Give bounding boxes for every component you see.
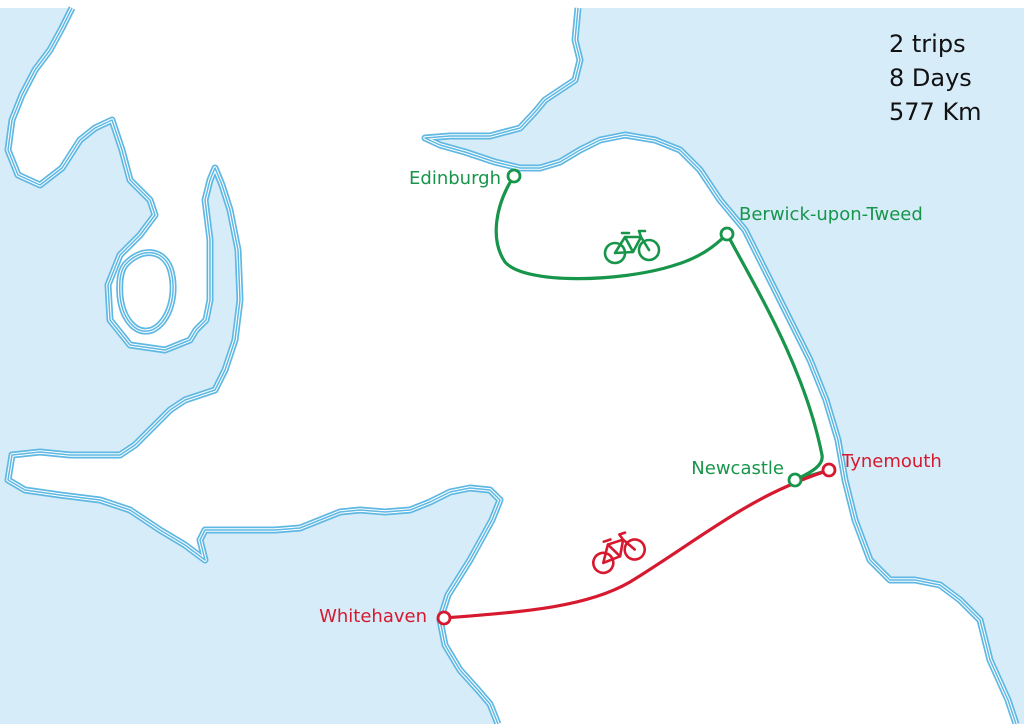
stop-edinburgh[interactable] <box>506 168 522 184</box>
label-edinburgh: Edinburgh <box>409 168 501 189</box>
bicycle-icon <box>603 229 661 265</box>
label-berwick: Berwick-upon-Tweed <box>739 204 923 225</box>
trip-south <box>442 468 831 620</box>
stop-whitehaven[interactable] <box>436 610 452 626</box>
trip-summary: 2 trips 8 Days 577 Km <box>889 27 1009 129</box>
stop-berwick[interactable] <box>719 226 735 242</box>
bicycle-icon <box>592 531 647 575</box>
label-tynemouth: Tynemouth <box>841 451 942 472</box>
total-distance: 577 Km <box>889 98 982 126</box>
route-edinburgh-berwick <box>494 174 729 281</box>
coastlines <box>4 6 1020 724</box>
north-sea <box>425 8 1024 724</box>
inland-loch <box>119 252 174 332</box>
label-whitehaven: Whitehaven <box>319 606 427 627</box>
trips-count: 2 trips <box>889 30 966 58</box>
stop-tynemouth[interactable] <box>821 462 837 478</box>
route-berwick-newcastle <box>725 232 824 482</box>
irish-sea <box>0 8 500 724</box>
stop-newcastle[interactable] <box>787 472 803 488</box>
label-newcastle: Newcastle <box>691 458 784 479</box>
route-whitehaven-tynemouth <box>442 468 831 620</box>
sea-areas <box>0 8 1024 724</box>
days-count: 8 Days <box>889 64 972 92</box>
trip-north <box>494 174 831 482</box>
